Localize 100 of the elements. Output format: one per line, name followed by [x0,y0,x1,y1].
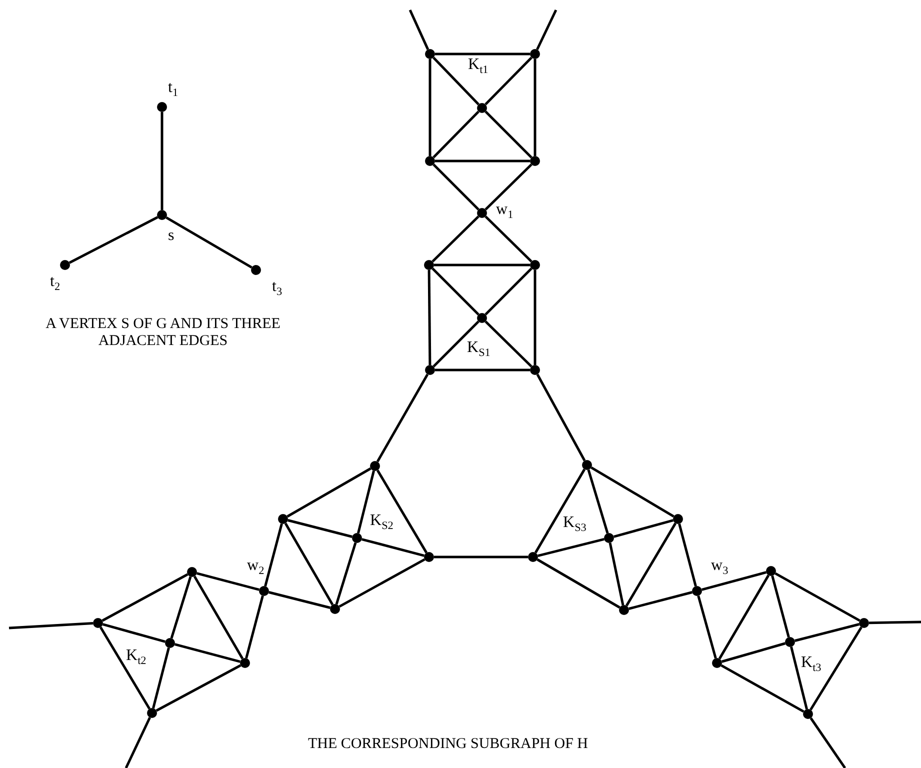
graph-vertex [582,460,592,470]
graph-vertex [785,637,795,647]
graph-edge [435,368,530,372]
graph-edge [408,9,430,50]
graph-vertex [530,365,540,375]
graph-edge [794,623,860,642]
graph-edge [678,524,697,586]
graph-edge [432,164,480,210]
graph-edge [362,538,424,557]
graph-edge [102,573,188,622]
graph-vertex [692,586,702,596]
graph-edge [484,110,532,158]
graph-edge [434,264,530,266]
graph-edge [428,270,432,365]
graph-vertex [240,658,250,668]
graph-edge [608,542,624,606]
vertex-label: w$_{2}$ [247,557,264,578]
graph-edge [721,642,786,663]
graph-edge [432,56,480,106]
caption: THE CORRESPONDING SUBGRAPH OF H [306,736,590,752]
graph-edge [196,572,260,591]
graph-vertex [425,365,435,375]
graph-vertex [425,156,435,166]
graph-edge [435,160,530,162]
graph-edge [156,664,242,712]
graph-vertex [165,638,175,648]
graph-edge [720,664,804,713]
graph-edge [102,623,166,643]
graph-vertex [251,265,261,275]
vertex-label: t$_{2}$ [50,273,60,294]
graph-vertex [93,618,103,628]
graph-edge [68,216,158,264]
graph-edge [193,576,244,660]
subgraph-label: K$_{t1}$ [468,56,488,76]
graph-edge [868,620,921,624]
vertex-label: w$_{1}$ [496,201,514,222]
vertex-label: t$_{3}$ [272,278,282,298]
graph-edge [268,591,330,609]
subgraph-label: K$_{t3}$ [801,654,822,674]
graph-edge [484,164,532,210]
graph-vertex [673,514,683,524]
vertex-label: s [168,227,174,245]
graph-vertex [259,586,269,596]
vertex-label: t$_{1}$ [168,79,178,100]
graph-edge [8,622,94,630]
graph-edge [124,716,151,768]
graph-vertex [530,156,540,166]
graph-edge [338,558,426,608]
graph-edge [435,52,530,56]
graph-edge [286,467,372,518]
graph-edge [810,626,862,710]
graph-edge [534,270,536,365]
graph-edge [810,717,846,768]
graph-edge [590,466,674,518]
graph-edge [432,110,480,158]
graph-edge [434,556,528,558]
graph-edge [790,646,808,710]
graph-vertex [157,210,167,220]
graph-edge [376,374,429,462]
graph-vertex [424,260,434,270]
graph-edge [428,59,432,156]
graph-edge [170,576,192,639]
graph-edge [774,572,860,622]
subgraph-label: K$_{t2}$ [126,647,146,668]
graph-vertex [60,260,70,270]
graph-edge [174,643,240,663]
graph-edge [100,626,150,710]
graph-edge [484,56,532,106]
graph-vertex [352,533,362,543]
vertex-label: w$_{3}$ [711,557,728,578]
graph-edge [628,591,692,610]
graph-vertex [803,709,813,719]
graph-vertex [278,514,288,524]
caption: A VERTEX S OF G AND ITS THREE ADJACENT EDGES [44,316,282,349]
graph-edge [625,522,677,606]
graph-edge [152,648,170,708]
graph-edge [432,268,480,316]
graph-edge [288,519,352,538]
graph-edge [432,216,480,262]
graph-edge [538,538,604,557]
graph-edge [484,216,532,262]
graph-edge [284,522,334,606]
subgraph-label: K$_{S2}$ [370,512,394,532]
graph-vertex [425,49,435,59]
graph-edge [484,320,532,368]
graph-vertex [370,461,380,471]
subgraph-label: K$_{S1}$ [467,339,490,360]
graph-edge [484,268,532,316]
graph-edge [771,576,790,638]
subgraph-label: K$_{S3}$ [563,514,586,534]
graph-vertex [187,567,197,577]
graph-vertex [619,605,629,615]
graph-vertex [530,260,540,270]
graph-edge [245,596,264,658]
graph-edge [718,574,770,660]
graph-vertex [330,604,340,614]
graph-edge [264,524,283,586]
graph-edge [536,9,558,50]
graph-edge [613,519,674,538]
graph-vertex [859,618,869,628]
